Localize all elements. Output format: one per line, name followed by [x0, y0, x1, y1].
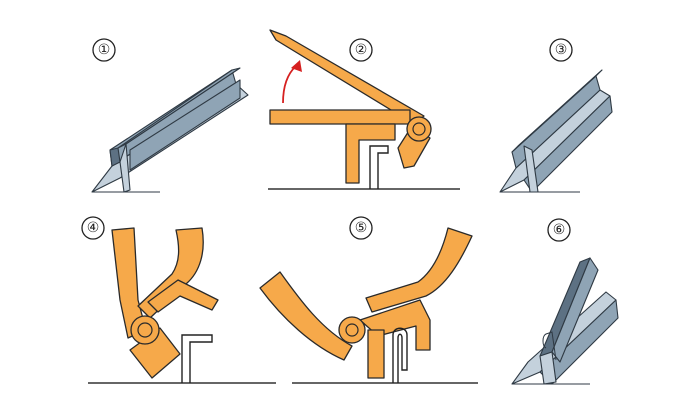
step-4-jaw [147, 279, 219, 313]
step-3-number-circle [549, 38, 573, 62]
step-6-metal-profile [511, 257, 619, 385]
step-4-roller-hub [137, 322, 153, 338]
step-4-seam [181, 334, 213, 383]
step-2-roller-hub [412, 122, 426, 136]
step-4-label: ④ [87, 220, 100, 236]
step-5-roller-hub [345, 323, 359, 337]
step-2-seam [369, 145, 389, 189]
step-5-label: ⑤ [355, 220, 368, 236]
step-5-right-arm [365, 227, 473, 313]
step-2-lower-arm [269, 109, 411, 125]
step-2: ② [268, 29, 460, 190]
step-2-label: ② [355, 42, 368, 58]
step-1-number-circle [92, 38, 116, 62]
step-3-metal-profile [499, 69, 613, 193]
step-4-number-circle [81, 216, 105, 240]
step-3: ③ [499, 38, 613, 193]
step-1-label: ① [98, 42, 111, 58]
step-2-number-circle [349, 38, 373, 62]
step-5: ⑤ [259, 216, 478, 384]
step-3-label: ③ [555, 42, 568, 58]
step-4-right-arm [137, 227, 204, 319]
step-5-left-arm [259, 271, 353, 361]
step-1-metal-profile [91, 67, 249, 193]
step-6-number-circle [547, 218, 571, 242]
step-2-jaw [345, 123, 396, 184]
step-5-number-circle [349, 216, 373, 240]
step-1: ① [91, 38, 249, 193]
step-5-lower-block [367, 329, 385, 379]
step-5-seam [392, 327, 408, 383]
step-4: ④ [81, 216, 276, 384]
step-2-rotation-arrow [282, 60, 302, 104]
step-6: ⑥ [511, 218, 619, 385]
step-6-label: ⑥ [553, 222, 566, 238]
